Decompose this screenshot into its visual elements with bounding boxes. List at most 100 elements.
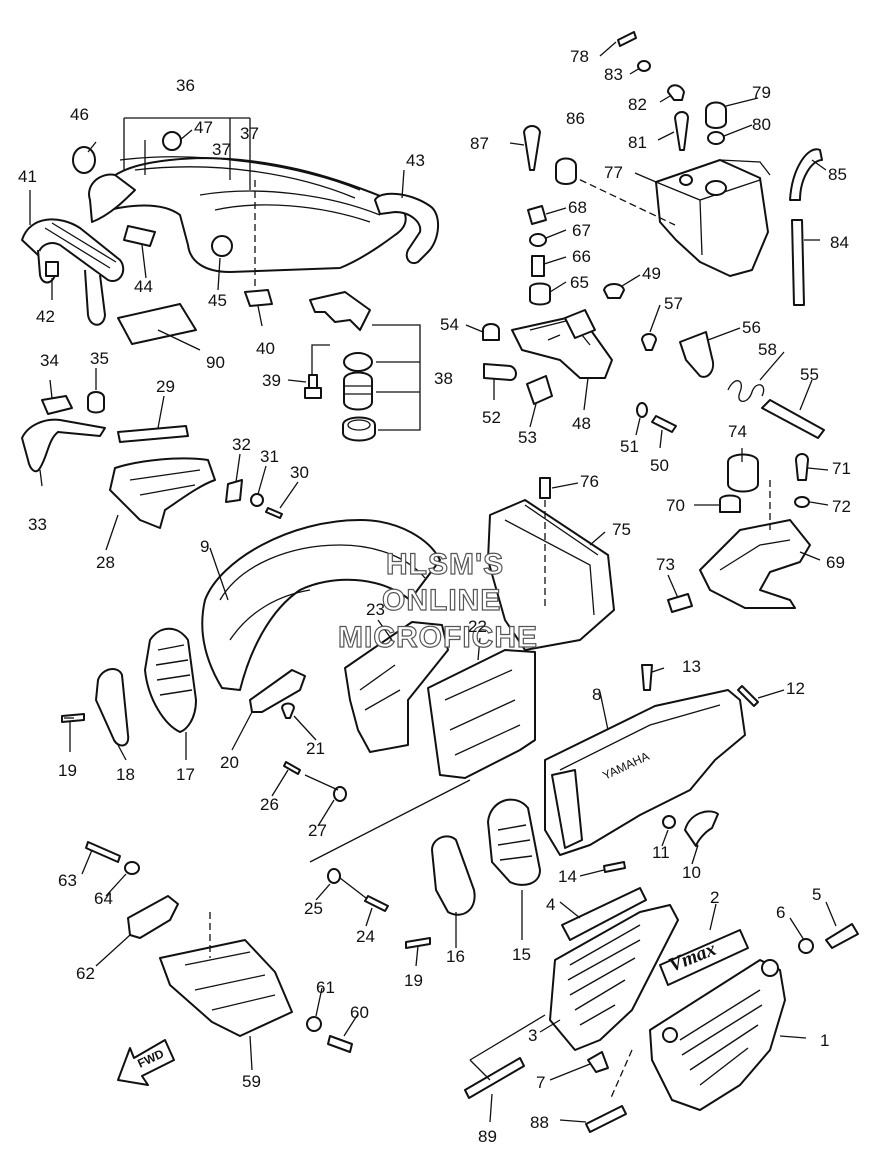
part-89: [464, 1057, 525, 1099]
callout-37a: 37: [212, 140, 231, 159]
callout-56: 56: [742, 318, 761, 337]
callout-53: 53: [518, 428, 537, 447]
part-87: [523, 125, 541, 171]
part-66: [531, 255, 545, 277]
callout-79: 79: [752, 83, 771, 102]
part-62: [127, 895, 179, 939]
callout-54: 54: [440, 315, 459, 334]
callout-48: 48: [572, 414, 591, 433]
fwd-arrow-icon: FWD: [117, 1039, 175, 1086]
callout-45: 45: [208, 291, 227, 310]
air-scoop-cover: [88, 156, 407, 290]
part-12: [737, 685, 759, 707]
part-46: [72, 146, 96, 174]
part-86: [555, 157, 577, 185]
part-80: [707, 131, 725, 145]
callout-77: 77: [604, 163, 623, 182]
callout-35: 35: [90, 349, 109, 368]
watermark-line-2: ONLINE: [382, 584, 501, 617]
part-40: [244, 289, 273, 307]
callout-9: 9: [200, 537, 209, 556]
callout-11: 11: [652, 843, 670, 862]
callout-44: 44: [134, 277, 153, 296]
callout-69: 69: [826, 553, 845, 572]
part-11: [662, 815, 676, 829]
part-7: [587, 1051, 609, 1073]
callout-65: 65: [570, 273, 589, 292]
part-51: [636, 402, 648, 418]
callout-28: 28: [96, 553, 115, 572]
callout-50: 50: [650, 456, 669, 475]
callout-72: 72: [832, 497, 851, 516]
callout-61: 61: [316, 978, 335, 997]
part-3-panel: [549, 904, 679, 1051]
watermark-line-1: HLSM'S: [386, 548, 504, 581]
part-19b: [405, 937, 431, 949]
callout-21: 21: [306, 739, 325, 758]
part-18: [95, 668, 130, 747]
callout-68: 68: [568, 198, 587, 217]
part-28: [109, 457, 216, 529]
callout-22: 22: [468, 617, 487, 636]
callout-41: 41: [18, 167, 37, 186]
part-82: [667, 84, 685, 101]
callout-57: 57: [664, 294, 683, 313]
callout-75: 75: [612, 520, 631, 539]
callout-24: 24: [356, 927, 375, 946]
callout-59: 59: [242, 1072, 261, 1091]
part-21: [281, 702, 295, 719]
callout-51: 51: [620, 437, 639, 456]
part-60: [327, 1035, 353, 1053]
callout-84: 84: [830, 233, 849, 252]
part-65: [529, 282, 551, 306]
callout-67: 67: [572, 221, 591, 240]
callout-5: 5: [812, 885, 821, 904]
part-31: [250, 493, 264, 507]
part-32: [225, 479, 243, 503]
callout-12: 12: [786, 679, 805, 698]
callout-58: 58: [758, 340, 777, 359]
part-63: [85, 841, 121, 863]
callout-87: 87: [470, 134, 489, 153]
callout-66: 66: [572, 247, 591, 266]
callout-numbers: 1 2 3 4 5 6 7 8 9 10 11 12 13 14 15 16 1…: [18, 47, 851, 1146]
callout-30: 30: [290, 463, 309, 482]
part-68: [527, 205, 547, 225]
callout-19b: 19: [404, 971, 423, 990]
part-29: [117, 425, 189, 443]
part-56: [679, 331, 714, 378]
callout-78: 78: [570, 47, 589, 66]
part-52: [483, 363, 517, 381]
part-30: [265, 507, 283, 519]
callout-74: 74: [728, 422, 747, 441]
callout-63: 63: [58, 871, 77, 890]
callout-26: 26: [260, 795, 279, 814]
part-42: [45, 261, 59, 277]
callout-6: 6: [776, 903, 785, 922]
callout-82: 82: [628, 95, 647, 114]
callout-18: 18: [116, 765, 135, 784]
part-39: [304, 374, 322, 399]
callout-1: 1: [820, 1031, 829, 1050]
part-14: [603, 861, 626, 873]
part-70: [719, 494, 741, 513]
callout-20: 20: [220, 753, 239, 772]
part-23: [344, 621, 449, 753]
part-48-base: [511, 309, 613, 379]
callout-42: 42: [36, 307, 55, 326]
part-50: [651, 415, 677, 433]
callout-17: 17: [176, 765, 195, 784]
watermark: HLSM'S ONLINE MICROFICHE: [337, 547, 538, 654]
part-25: [327, 868, 341, 884]
callout-38: 38: [434, 369, 453, 388]
part-67: [529, 233, 547, 247]
part-33: [21, 418, 106, 473]
part-9-cover: [201, 519, 441, 691]
callout-8: 8: [592, 685, 601, 704]
callout-4: 4: [546, 895, 555, 914]
callout-71: 71: [832, 459, 851, 478]
callout-49: 49: [642, 264, 661, 283]
part-90: [117, 303, 197, 345]
callout-40: 40: [256, 339, 275, 358]
watermark-line-3: MICROFICHE: [338, 621, 538, 654]
